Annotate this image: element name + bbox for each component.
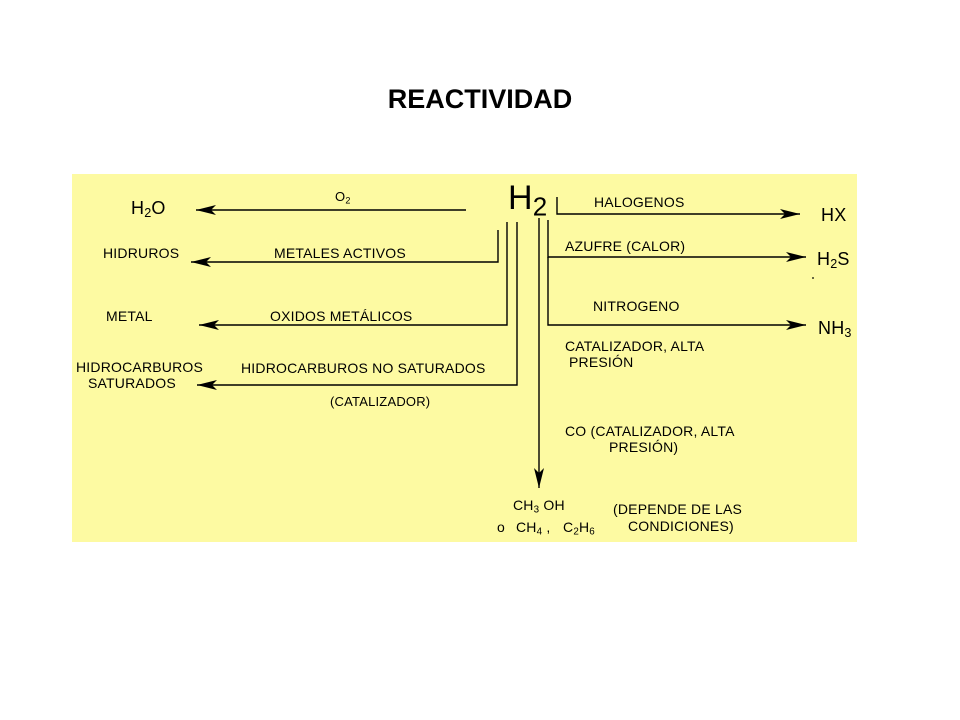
hx-label: HX [821, 205, 847, 225]
hidrocarburos-saturados-label-2: SATURADOS [88, 375, 176, 391]
catalizador-alta-label-2: PRESIÓN [569, 354, 634, 370]
depende-label-2: CONDICIONES) [628, 518, 734, 534]
hidruros-label: HIDRUROS [103, 245, 180, 261]
o-label: o [497, 519, 505, 535]
arrow-to-hidrocarburos [197, 222, 518, 390]
h2s-label: H2S [817, 249, 850, 272]
ch4-label: CH4 , [516, 519, 551, 538]
arrow-to-metal [199, 222, 508, 330]
o2-label: O2 [335, 189, 351, 206]
depende-label-1: (DEPENDE DE LAS [613, 501, 743, 517]
arrow-to-hidruros [191, 230, 499, 267]
catalizador-label: (CATALIZADOR) [330, 394, 431, 409]
metales-activos-label: METALES ACTIVOS [274, 245, 406, 261]
nitrogeno-label: NITROGENO [593, 298, 680, 314]
halogenos-label: HALOGENOS [594, 194, 685, 210]
h2o-label: H2O [131, 198, 166, 221]
h2-center-label: H2 [508, 179, 548, 222]
ch3oh-label: CH3 OH [513, 497, 565, 516]
hidrocarburos-no-saturados-label: HIDROCARBUROS NO SATURADOS [241, 360, 486, 376]
co-catalizador-label-1: CO (CATALIZADOR, ALTA [565, 423, 735, 439]
hidrocarburos-saturados-label-1: HIDROCARBUROS [76, 359, 204, 375]
arrow-to-nh3 [547, 257, 806, 330]
metal-label: METAL [106, 308, 153, 324]
c2h6-label: C2H6 [563, 519, 595, 538]
page-title: REACTIVIDAD [387, 84, 573, 114]
arrow-to-hx [556, 197, 800, 219]
nh3-label: NH3 [818, 318, 852, 341]
catalizador-alta-label-1: CATALIZADOR, ALTA [565, 338, 705, 354]
oxidos-metalicos-label: OXIDOS METÁLICOS [270, 308, 413, 324]
diagram-panel [72, 174, 857, 542]
co-catalizador-label-2: PRESIÓN) [609, 439, 679, 455]
azufre-label: AZUFRE (CALOR) [565, 238, 686, 254]
